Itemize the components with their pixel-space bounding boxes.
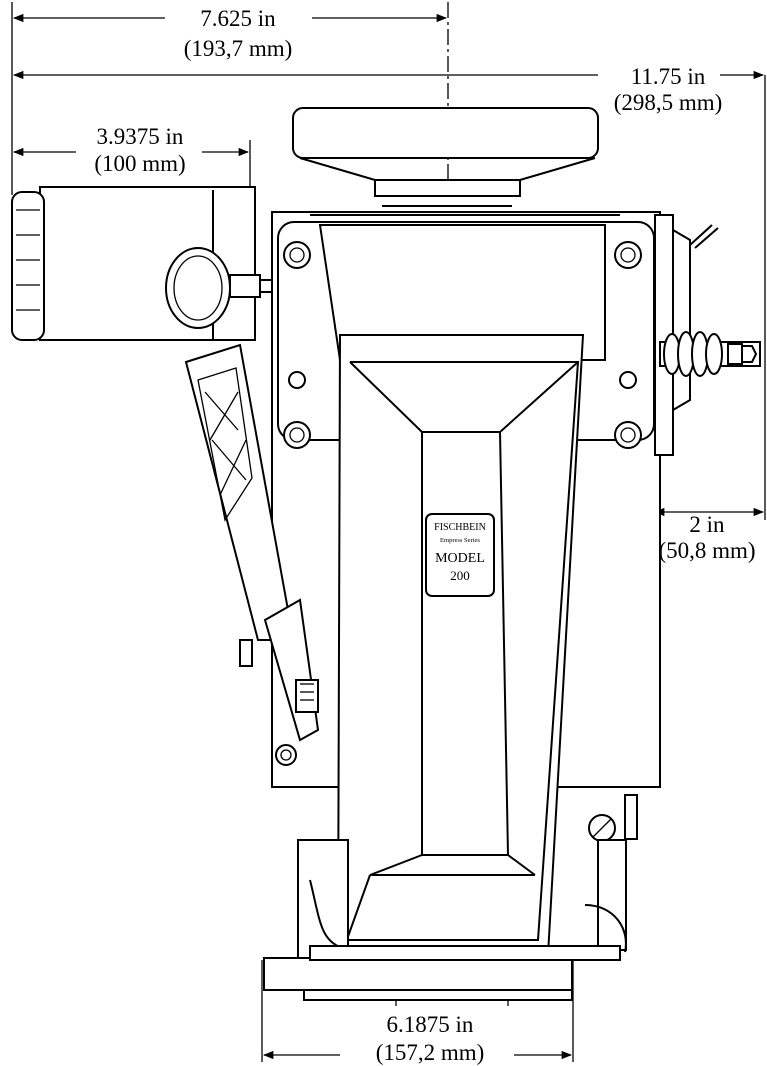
dimension-value-in: 6.1875 in [387,1012,474,1037]
dimension-left-housing: 3.9375 in (100 mm) [12,124,250,176]
machine-body: FISCHBEIN Empress Series MODEL 200 [11,107,761,1006]
dimension-value-mm: (50,8 mm) [658,538,755,563]
nameplate-model-number: 200 [450,568,470,583]
right-bracket [654,214,719,456]
nameplate-brand: FISCHBEIN [434,522,486,533]
dimension-value-mm: (193,7 mm) [184,36,293,61]
dimension-right-offset: 2 in (50,8 mm) [653,507,765,563]
nameplate-model-label: MODEL [435,551,485,566]
lever-arm [184,343,320,742]
dimension-value-in: 3.9375 in [97,124,184,149]
dimension-overall-width: 11.75 in (298,5 mm) [12,64,765,115]
dimension-base-width: 6.1875 in (157,2 mm) [262,1012,573,1065]
dimension-value-mm: (157,2 mm) [376,1040,485,1065]
frame-bolts [275,241,642,842]
dimension-value-mm: (298,5 mm) [614,90,723,115]
pulley [292,107,599,207]
dimension-value-in: 7.625 in [200,6,276,31]
nameplate-badge: FISCHBEIN Empress Series MODEL 200 [425,513,495,597]
nameplate-series: Empress Series [440,537,480,544]
dimension-centerline-to-left: 7.625 in (193,7 mm) [12,6,448,61]
hopper [318,224,606,956]
dimension-value-mm: (100 mm) [94,151,185,176]
spring-icon [659,331,761,377]
dimension-value-in: 2 in [689,512,725,537]
base [263,794,638,1006]
gauge-icon [165,247,278,329]
dimension-value-in: 11.75 in [631,64,706,89]
